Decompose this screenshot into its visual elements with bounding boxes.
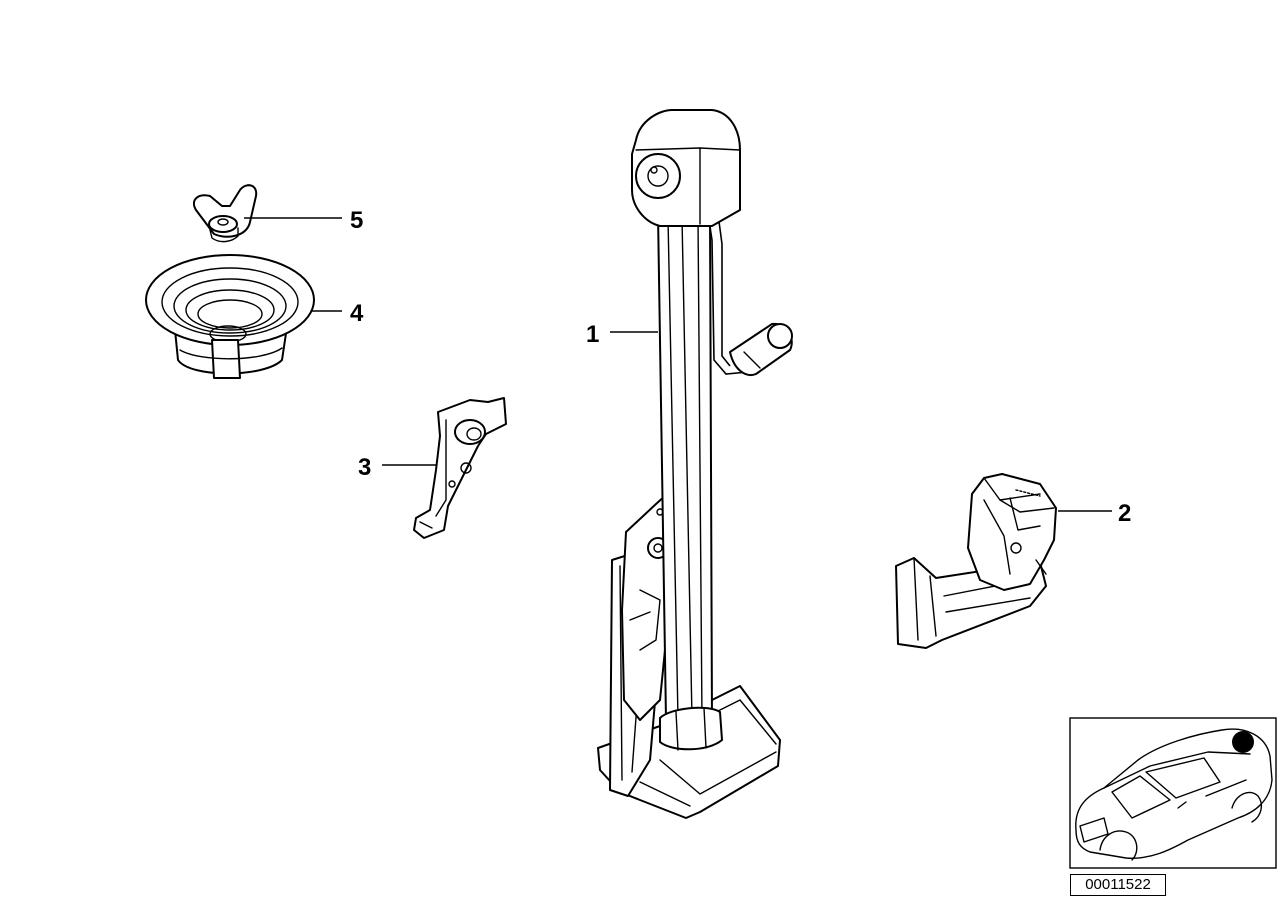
- callout-2: 2: [1118, 500, 1131, 527]
- callout-5: 5: [350, 207, 363, 234]
- callout-3: 3: [358, 454, 371, 481]
- location-marker: [1232, 731, 1254, 753]
- car-outline: [1075, 728, 1273, 861]
- callout-4: 4: [350, 300, 364, 327]
- part-3-bracket: [413, 397, 507, 539]
- part-5-wing-nut: [192, 184, 258, 243]
- part-1-jack: [597, 109, 793, 819]
- reference-number: 00011522: [1070, 874, 1166, 896]
- callout-1: 1: [586, 321, 599, 348]
- vehicle-locator-inset: [1069, 717, 1277, 869]
- part-2-holder: [895, 473, 1057, 649]
- part-4-grommet: [145, 254, 315, 379]
